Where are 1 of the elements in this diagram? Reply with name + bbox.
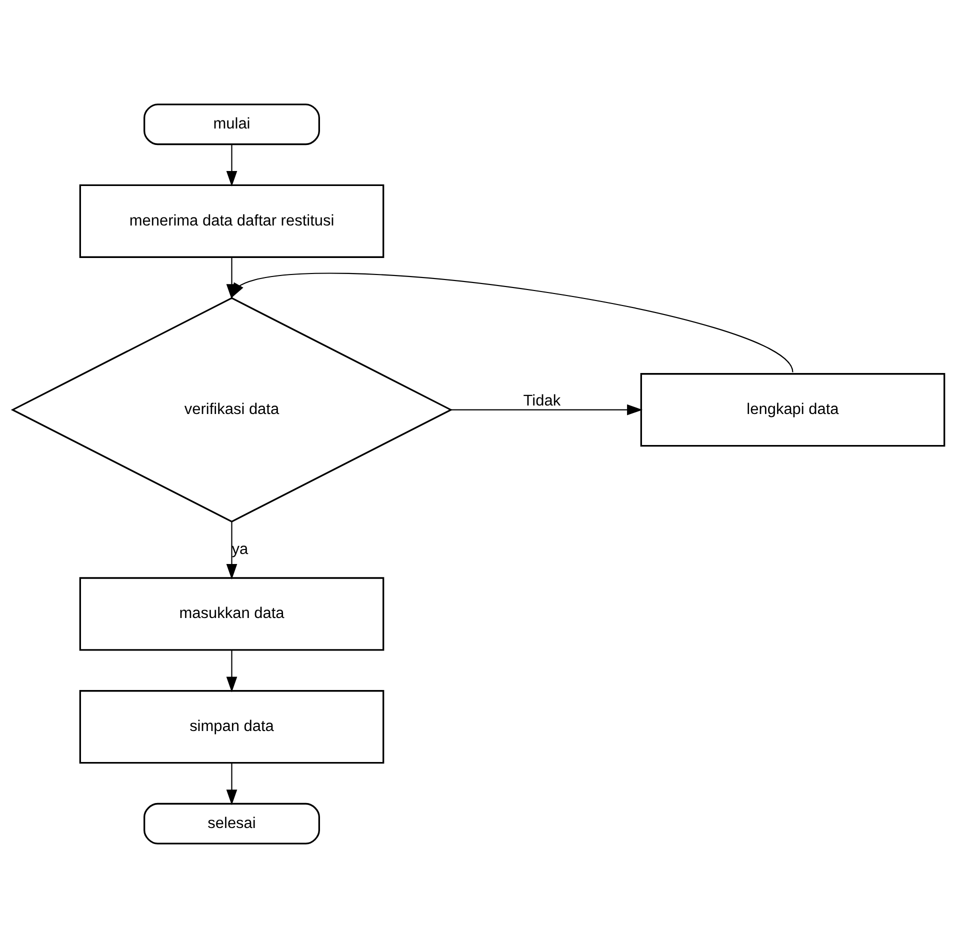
edge-label: Tidak bbox=[523, 392, 561, 410]
